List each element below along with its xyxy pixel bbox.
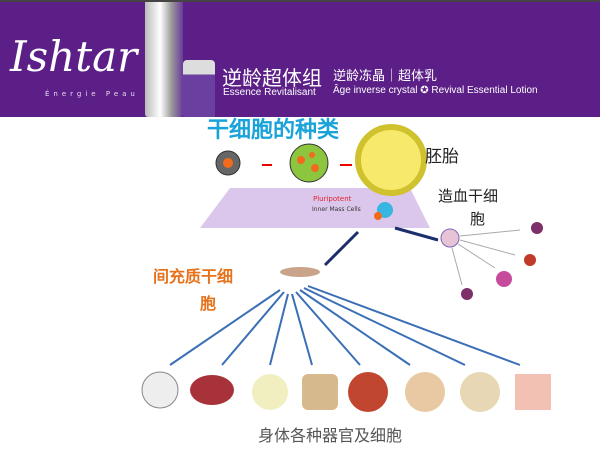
product-bottle-image (145, 2, 183, 117)
arrow-hematopoietic (394, 226, 439, 242)
label-hematopoietic: 造血干细 (438, 187, 499, 205)
product-line-cn: 逆龄冻晶｜超体乳 (333, 69, 438, 84)
product-vial-image (183, 60, 215, 117)
label-inner-mass: Inner Mass Cells (312, 206, 361, 213)
hematopoietic-cell (440, 228, 460, 248)
blastocyst (355, 124, 427, 196)
brand-tagline: Énergie Peau (45, 90, 139, 98)
purple-plane (200, 188, 430, 228)
label-mesenchymal: 间充质干细 (153, 267, 234, 286)
cell-type-images (141, 371, 551, 412)
differentiation-arrows (169, 285, 521, 366)
product-line-en: Âge inverse crystal ✪ Revival Essential … (333, 85, 538, 96)
label-mesenchymal-2: 胞 (200, 294, 217, 313)
product-name-fr: Essence Revitalisant (223, 87, 316, 98)
caption: 身体各种器官及细胞 (258, 426, 403, 445)
brand-header: Ishtar Énergie Peau 逆龄超体组 Essence Revita… (0, 0, 600, 117)
brand-logo: Ishtar (10, 32, 138, 81)
label-embryo: 胚胎 (425, 147, 459, 167)
label-pluripotent: Pluripotent (313, 195, 352, 203)
arrow-mesenchymal (323, 230, 360, 267)
slide-title: 干细胞的种类 (207, 118, 340, 143)
label-hematopoietic-2: 胞 (470, 210, 486, 228)
morula-cell (289, 143, 329, 183)
mesenchymal-cell (280, 267, 320, 277)
product-name-cn: 逆龄超体组 (222, 66, 322, 90)
